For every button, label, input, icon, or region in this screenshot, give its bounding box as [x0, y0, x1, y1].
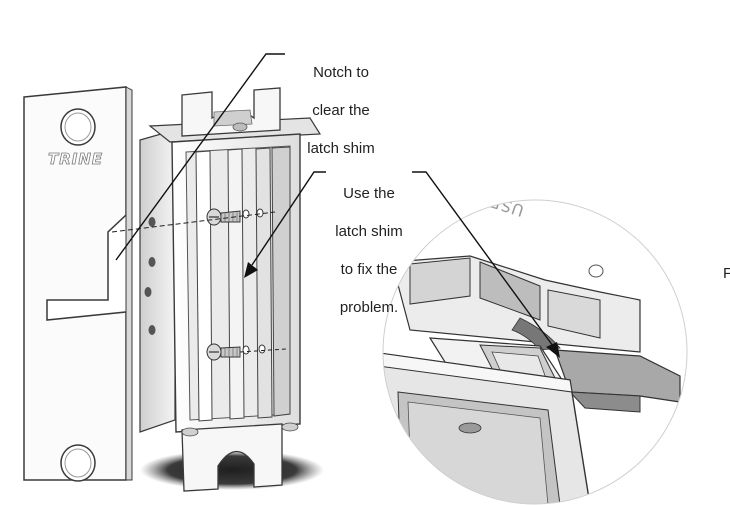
- callout-shim-line-2: latch shim: [335, 223, 403, 240]
- callout-notch-line-1: Notch to: [313, 64, 369, 81]
- callout-shim: Use the latch shim to fix the problem.: [324, 165, 414, 336]
- callout-shim-line-3: to fix the: [340, 261, 398, 278]
- alignment-line-bottom: [239, 348, 287, 353]
- callout-notch-line-3: latch shim: [307, 140, 375, 157]
- adjustment-screw-bottom: [206, 343, 266, 361]
- callout-shim-line-4: problem.: [339, 299, 399, 316]
- plate-screw-hole-bottom: [60, 444, 96, 482]
- strike-shadow: [140, 450, 324, 490]
- callout-notch-line-2: clear the: [312, 102, 370, 119]
- electric-strike-body: [111, 87, 324, 492]
- shim-leader-right: [412, 171, 560, 358]
- shim-leader-left: [244, 171, 326, 278]
- bottom-mounting-tab: [181, 423, 283, 492]
- detail-view: USE BOT: [382, 199, 688, 505]
- adjustment-screw-top: [206, 208, 264, 226]
- edge-text: F: [723, 265, 730, 282]
- strike-plate: TRINE: [23, 86, 133, 482]
- callout-notch: Notch to clear the latch shim: [286, 44, 396, 177]
- arrowhead-left: [244, 262, 258, 278]
- callout-shim-line-1: Use the: [343, 185, 395, 202]
- notch-leader: [115, 53, 285, 261]
- arrowhead-right: [546, 342, 560, 358]
- plate-screw-hole-top: [60, 108, 96, 146]
- plate-logo: TRINE: [48, 150, 103, 168]
